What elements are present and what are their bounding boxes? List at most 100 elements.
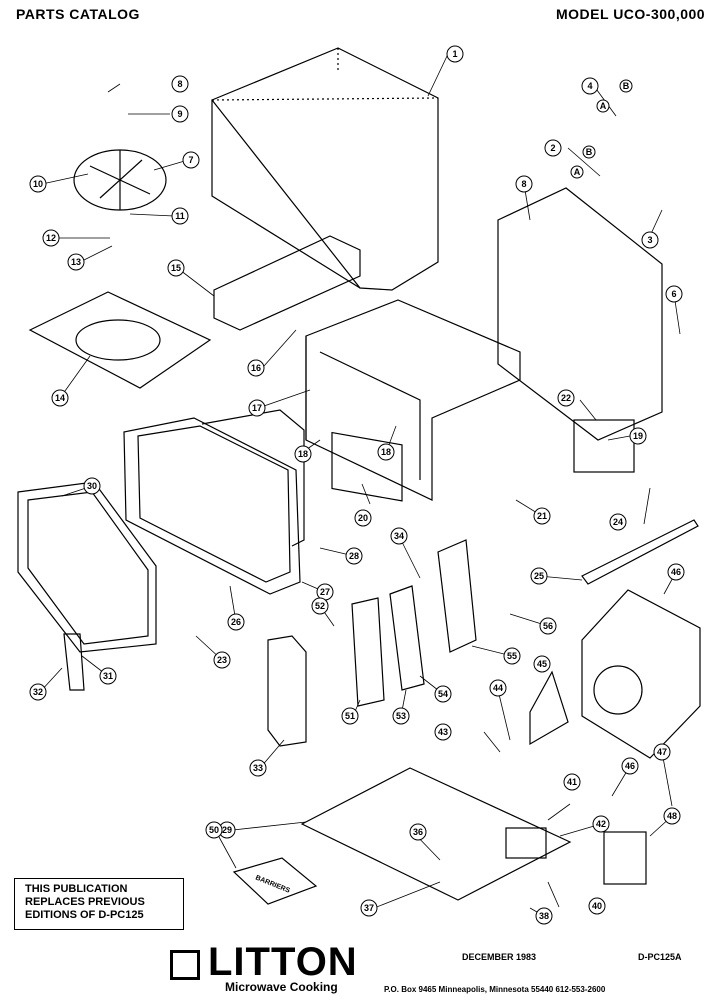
svg-text:18: 18: [381, 447, 391, 457]
callout-48: 48: [663, 807, 681, 825]
callout-9: 9: [171, 105, 189, 123]
callout-51: 51: [341, 707, 359, 725]
svg-text:13: 13: [71, 257, 81, 267]
callout-54: 54: [434, 685, 452, 703]
svg-text:7: 7: [188, 155, 193, 165]
svg-text:32: 32: [33, 687, 43, 697]
callout-30: 30: [83, 477, 101, 495]
svg-text:19: 19: [633, 431, 643, 441]
svg-text:46: 46: [625, 761, 635, 771]
callout-34: 34: [390, 527, 408, 545]
callout-8: 8: [171, 75, 189, 93]
publication-notice: THIS PUBLICATION REPLACES PREVIOUS EDITI…: [14, 878, 184, 930]
callout-41: 41: [563, 773, 581, 791]
callout-3: 3: [641, 231, 659, 249]
callout-12: 12: [42, 229, 60, 247]
svg-text:21: 21: [537, 511, 547, 521]
callout-37: 37: [360, 899, 378, 917]
callout-18b: 18: [377, 443, 395, 461]
svg-text:A: A: [574, 167, 581, 177]
svg-text:20: 20: [358, 513, 368, 523]
company-address: P.O. Box 9465 Minneapolis, Minnesota 554…: [384, 985, 606, 994]
svg-text:A: A: [600, 101, 607, 111]
svg-text:56: 56: [543, 621, 553, 631]
svg-text:29: 29: [222, 825, 232, 835]
callout-16: 16: [247, 359, 265, 377]
callout-36: 36: [409, 823, 427, 841]
callout-52: 52: [311, 597, 329, 615]
callout-7: 7: [182, 151, 200, 169]
callout-31: 31: [99, 667, 117, 685]
callout-47: 47: [653, 743, 671, 761]
callout-24: 24: [609, 513, 627, 531]
callout-25: 25: [530, 567, 548, 585]
brand-subtitle: Microwave Cooking: [225, 980, 338, 994]
callout-1: 1: [446, 45, 464, 63]
callout-40: 40: [588, 897, 606, 915]
svg-text:B: B: [586, 147, 593, 157]
svg-text:38: 38: [539, 911, 549, 921]
callout-55: 55: [503, 647, 521, 665]
callout-38: 38: [535, 907, 553, 925]
barrier-label: BARRIERS: [254, 875, 291, 895]
callout-2: 2: [544, 139, 562, 157]
svg-text:23: 23: [217, 655, 227, 665]
callout-50a: 50: [205, 821, 223, 839]
svg-text:17: 17: [252, 403, 262, 413]
svg-text:14: 14: [55, 393, 65, 403]
svg-text:28: 28: [349, 551, 359, 561]
callout-33: 33: [249, 759, 267, 777]
callout-21: 21: [533, 507, 551, 525]
svg-text:34: 34: [394, 531, 404, 541]
svg-text:4: 4: [587, 81, 592, 91]
svg-text:37: 37: [364, 903, 374, 913]
callout-14: 14: [51, 389, 69, 407]
callout-26: 26: [227, 613, 245, 631]
svg-text:27: 27: [320, 587, 330, 597]
callout-A2: A: [570, 165, 584, 179]
callout-22: 22: [557, 389, 575, 407]
callout-45: 45: [533, 655, 551, 673]
callout-15: 15: [167, 259, 185, 277]
svg-text:54: 54: [438, 689, 448, 699]
svg-text:33: 33: [253, 763, 263, 773]
svg-text:26: 26: [231, 617, 241, 627]
notice-line-3: EDITIONS OF D-PC125: [25, 909, 144, 921]
svg-text:22: 22: [561, 393, 571, 403]
svg-text:B: B: [623, 81, 630, 91]
svg-text:12: 12: [46, 233, 56, 243]
svg-text:10: 10: [33, 179, 43, 189]
callout-20: 20: [354, 509, 372, 527]
model-number: MODEL UCO-300,000: [556, 6, 706, 22]
svg-text:3: 3: [647, 235, 652, 245]
svg-text:11: 11: [175, 211, 185, 221]
callout-44: 44: [489, 679, 507, 697]
svg-text:2: 2: [550, 143, 555, 153]
svg-text:52: 52: [315, 601, 325, 611]
svg-text:46: 46: [671, 567, 681, 577]
callout-23: 23: [213, 651, 231, 669]
callout-46b: 46: [621, 757, 639, 775]
notice-line-2: REPLACES PREVIOUS: [25, 896, 145, 908]
callout-18: 18: [294, 445, 312, 463]
svg-text:25: 25: [534, 571, 544, 581]
svg-text:51: 51: [345, 711, 355, 721]
publication-date: DECEMBER 1983: [462, 952, 537, 962]
notice-line-1: THIS PUBLICATION: [25, 883, 128, 895]
callout-32: 32: [29, 683, 47, 701]
callout-46: 46: [667, 563, 685, 581]
callout-11: 11: [171, 207, 189, 225]
svg-text:16: 16: [251, 363, 261, 373]
svg-text:43: 43: [438, 727, 448, 737]
svg-text:18: 18: [298, 449, 308, 459]
svg-text:8: 8: [521, 179, 526, 189]
callout-B1: B: [619, 79, 633, 93]
callout-10: 10: [29, 175, 47, 193]
svg-text:40: 40: [592, 901, 602, 911]
svg-text:6: 6: [671, 289, 676, 299]
svg-text:53: 53: [396, 711, 406, 721]
svg-text:47: 47: [657, 747, 667, 757]
svg-text:1: 1: [452, 49, 457, 59]
svg-text:48: 48: [667, 811, 677, 821]
